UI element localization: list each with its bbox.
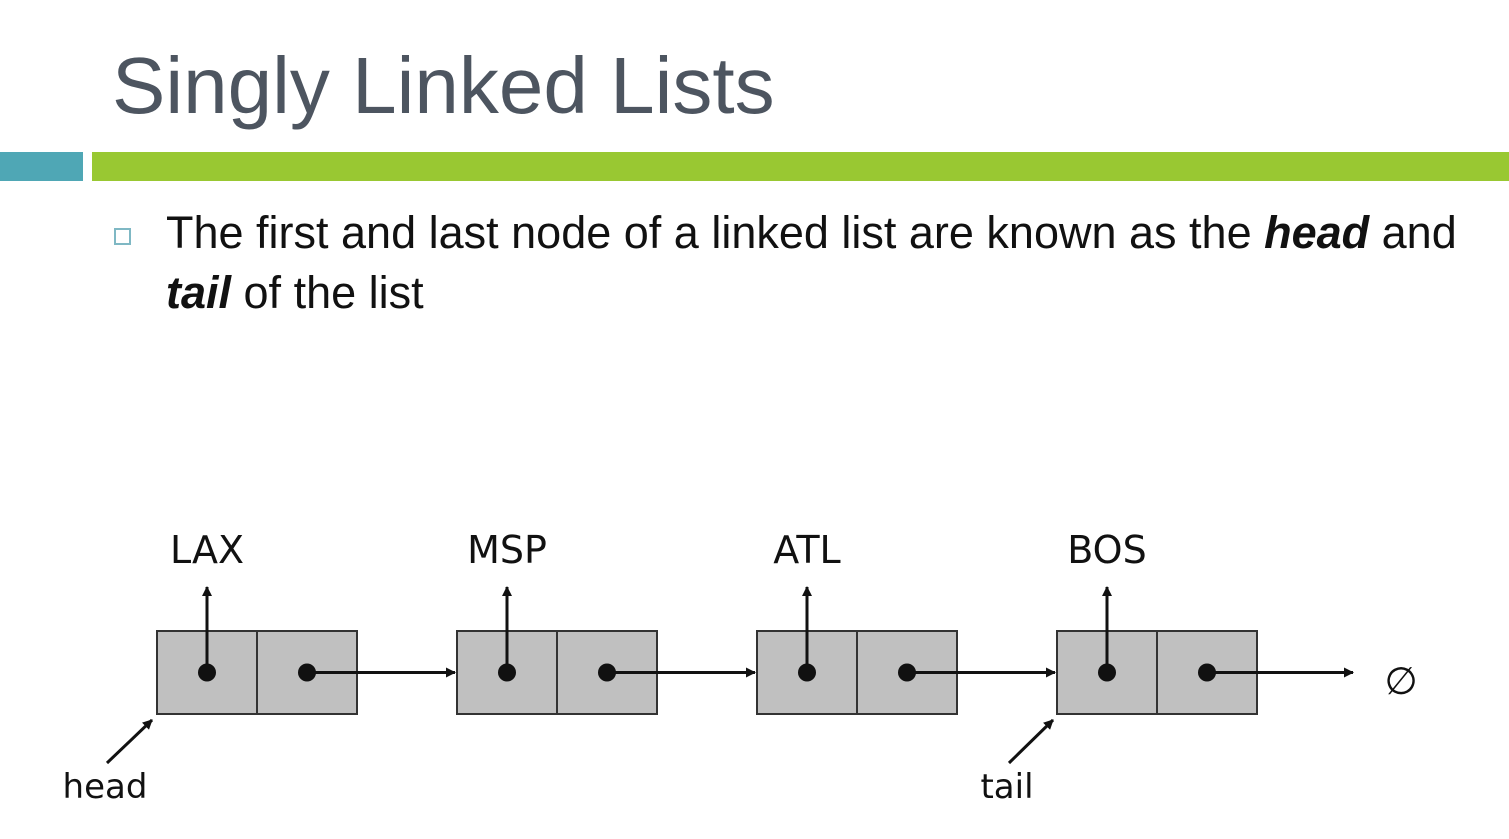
element-dot (798, 663, 816, 682)
tail-label: tail (980, 767, 1033, 807)
bullet-emphasis-head: head (1264, 207, 1370, 258)
head-label: head (63, 767, 148, 807)
bullet-segment: of the list (231, 267, 424, 318)
slide-title: Singly Linked Lists (112, 41, 775, 130)
title-accent-bar-teal (0, 152, 83, 181)
next-dot (898, 663, 916, 682)
element-dot (198, 663, 216, 682)
node-label: BOS (1067, 528, 1146, 572)
element-dot (498, 663, 516, 682)
list-node: MSP (456, 528, 756, 715)
list-node: ATL (756, 528, 1056, 715)
node-label: ATL (773, 528, 840, 572)
element-dot (1098, 663, 1116, 682)
head-arrow (105, 718, 154, 765)
node-label: MSP (467, 528, 547, 572)
bullet-segment: The first and last node of a linked list… (166, 207, 1265, 258)
next-dot (1198, 663, 1216, 682)
bullet-text: The first and last node of a linked list… (166, 203, 1466, 323)
bullet-segment: and (1369, 207, 1457, 258)
node-label: LAX (170, 528, 244, 572)
head-pointer: head (63, 718, 154, 807)
bullet-emphasis-tail: tail (166, 267, 232, 318)
title-accent-bar-green (92, 152, 1509, 181)
bullet-square-icon (114, 228, 131, 245)
next-dot (298, 663, 316, 682)
next-dot (598, 663, 616, 682)
tail-pointer: tail (980, 718, 1055, 807)
list-node: LAX (156, 528, 456, 715)
tail-arrow (1007, 718, 1055, 765)
list-node: BOS (1056, 528, 1354, 715)
null-symbol: ∅ (1384, 659, 1417, 703)
